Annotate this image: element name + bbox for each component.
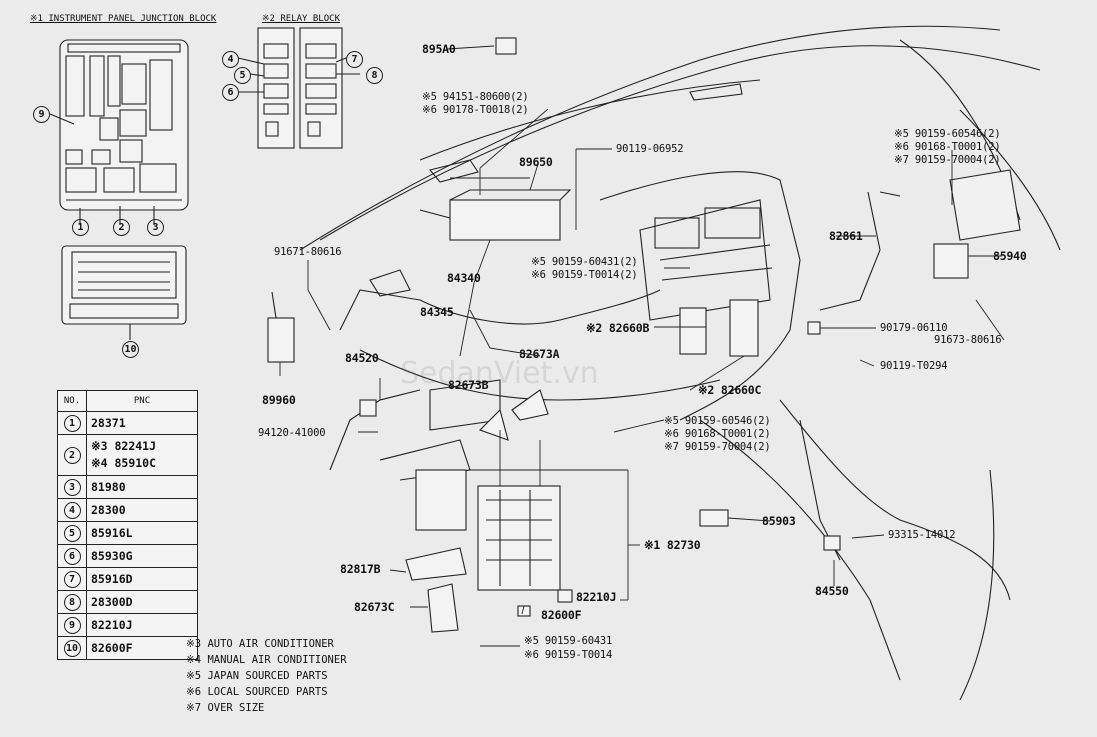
part-label: 82673B <box>448 378 489 392</box>
relay-block-drawing <box>237 27 360 149</box>
pnc-table-header: NO. PNC <box>57 390 198 412</box>
row-pnc: 82210J <box>86 613 198 637</box>
callout-1: 1 <box>72 219 89 236</box>
part-label: ※5 90159-60546(2) <box>894 128 1001 140</box>
callout-8: 8 <box>366 67 383 84</box>
part-label: 82210J <box>576 590 617 604</box>
part-label: 85940 <box>993 249 1027 263</box>
row-pnc: 85916D <box>86 567 198 591</box>
part-label: 82861 <box>829 229 863 243</box>
part-label: ※5 90159-60431(2) <box>531 256 638 268</box>
table-row: 10 82600F <box>57 636 198 660</box>
part-label: 90119-06952 <box>616 143 684 155</box>
row-pnc: ※3 82241J <box>91 439 157 453</box>
row-number: 6 <box>63 547 81 565</box>
row-pnc: ※4 85910C <box>91 456 157 470</box>
part-label: 895A0 <box>422 42 456 56</box>
part-label: ※2 82660C <box>698 383 762 397</box>
footnotes: ※3 AUTO AIR CONDITIONER ※4 MANUAL AIR CO… <box>186 636 347 716</box>
part-label: 90179-06110 <box>880 322 948 334</box>
part-label: ※6 90159-T0014(2) <box>531 269 638 281</box>
part-label: ※7 90159-70004(2) <box>894 154 1001 166</box>
table-row: 4 28300 <box>57 498 198 522</box>
row-number: 10 <box>63 639 81 657</box>
callout-6: 6 <box>222 84 239 101</box>
table-row: 9 82210J <box>57 613 198 637</box>
part-label: ※1 82730 <box>644 538 701 552</box>
table-row: 1 28371 <box>57 411 198 435</box>
row-number: 1 <box>63 414 81 432</box>
component-shapes <box>267 37 969 633</box>
row-pnc: 28300 <box>86 498 198 522</box>
part-label: 89960 <box>262 393 296 407</box>
row-pnc: 85930G <box>86 544 198 568</box>
part-label: 89650 <box>519 155 553 169</box>
callout-9: 9 <box>33 106 50 123</box>
table-row: 3 81980 <box>57 475 198 499</box>
part-label: 82817B <box>340 562 381 576</box>
callout-2: 2 <box>113 219 130 236</box>
part-label: ※5 90159-60431 <box>524 635 613 647</box>
callout-5: 5 <box>234 67 251 84</box>
table-row: 8 28300D <box>57 590 198 614</box>
row-pnc: 28300D <box>86 590 198 614</box>
part-label: 82673A <box>519 347 560 361</box>
junction-block-drawing <box>49 39 189 340</box>
table-row: 2 ※3 82241J ※4 85910C <box>57 434 198 476</box>
part-label: ※6 90168-T0001(2) <box>664 428 771 440</box>
callout-7: 7 <box>346 51 363 68</box>
part-label: 85903 <box>762 514 796 528</box>
part-label: 84520 <box>345 351 379 365</box>
row-pnc: 82600F <box>86 636 198 660</box>
pnc-table: NO. PNC 1 28371 2 ※3 82241J ※4 85910C 3 8198… <box>57 390 198 660</box>
row-number: 3 <box>63 478 81 496</box>
row-number: 9 <box>63 616 81 634</box>
row-number: 8 <box>63 593 81 611</box>
part-label: ※5 90159-60546(2) <box>664 415 771 427</box>
part-label: 90119-T0294 <box>880 360 948 372</box>
row-number: 5 <box>63 524 81 542</box>
part-label: ※5 94151-80600(2) <box>422 91 529 103</box>
part-label: 93315-14012 <box>888 529 956 541</box>
row-pnc: 81980 <box>86 475 198 499</box>
col-no-header: NO. <box>57 390 87 412</box>
part-label: ※6 90159-T0014 <box>524 649 613 661</box>
col-pnc-header: PNC <box>86 390 198 412</box>
row-pnc: 28371 <box>86 411 198 435</box>
footnote: ※4 MANUAL AIR CONDITIONER <box>186 654 347 666</box>
part-label: ※2 82660B <box>586 321 650 335</box>
footnote: ※5 JAPAN SOURCED PARTS <box>186 670 328 682</box>
callout-10: 10 <box>122 341 139 358</box>
part-label: ※6 90168-T0001(2) <box>894 141 1001 153</box>
callout-4: 4 <box>222 51 239 68</box>
footnote: ※6 LOCAL SOURCED PARTS <box>186 686 328 698</box>
relay-block-header: ※2 RELAY BLOCK <box>262 14 340 24</box>
part-label: 82600F <box>541 608 582 622</box>
row-number: 4 <box>63 501 81 519</box>
part-label: 91671-80616 <box>274 246 342 258</box>
part-label: ※6 90178-T0018(2) <box>422 104 529 116</box>
footnote: ※3 AUTO AIR CONDITIONER <box>186 638 334 650</box>
part-label: 84340 <box>447 271 481 285</box>
part-label: 94120-41000 <box>258 427 326 439</box>
junction-block-header: ※1 INSTRUMENT PANEL JUNCTION BLOCK <box>30 14 217 24</box>
footnote: ※7 OVER SIZE <box>186 702 265 714</box>
dashboard-outline <box>299 25 1061 701</box>
part-label: 82673C <box>354 600 395 614</box>
table-row: 5 85916L <box>57 521 198 545</box>
watermark: SedanViet.vn <box>400 356 599 391</box>
row-pnc: 85916L <box>86 521 198 545</box>
leader-lines <box>279 45 1005 647</box>
row-number: 2 <box>63 446 81 464</box>
part-label: 84550 <box>815 584 849 598</box>
part-label: 84345 <box>420 305 454 319</box>
part-label: ※7 90159-70004(2) <box>664 441 771 453</box>
table-row: 7 85916D <box>57 567 198 591</box>
callout-3: 3 <box>147 219 164 236</box>
table-row: 6 85930G <box>57 544 198 568</box>
part-label: 91673-80616 <box>934 334 1002 346</box>
row-number: 7 <box>63 570 81 588</box>
